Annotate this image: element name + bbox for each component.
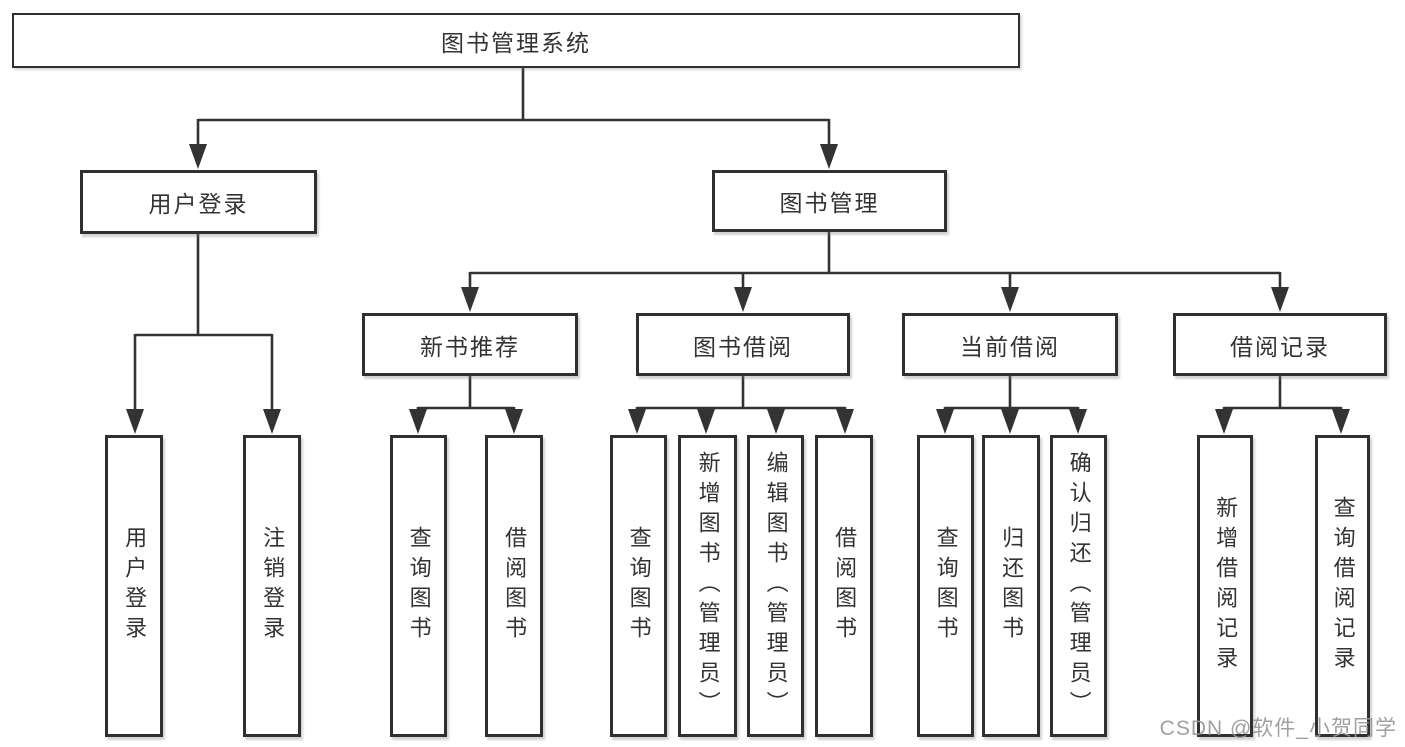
node-label: 查询借阅记录 [1330, 496, 1356, 676]
edges-user-login-to-leaves [126, 232, 281, 434]
node-label: 查询图书 [626, 526, 652, 646]
leaf-borrow-query-books: 查询图书 [610, 435, 667, 737]
node-label: 注销登录 [260, 526, 286, 646]
node-label: 借阅图书 [502, 526, 528, 646]
node-label: 新书推荐 [420, 333, 520, 360]
leaf-logout: 注销登录 [243, 435, 301, 737]
edges-root-to-level2 [189, 66, 838, 169]
csdn-watermark: CSDN @软件_小贺同学 [1159, 717, 1397, 740]
leaf-query-borrow-record: 查询借阅记录 [1315, 435, 1370, 737]
node-library-management-system: 图书管理系统 [12, 13, 1020, 68]
node-user-login: 用户登录 [80, 170, 317, 234]
edges-new-book-recommend-to-leaves [409, 374, 523, 434]
edges-borrow-records-to-leaves [1215, 374, 1350, 434]
node-label: 图书借阅 [693, 333, 793, 360]
node-book-borrow: 图书借阅 [636, 313, 850, 376]
node-label: 用户登录 [148, 191, 249, 217]
node-label: 查询图书 [406, 526, 432, 646]
node-label: 图书管理 [779, 190, 880, 216]
leaf-return-books: 归还图书 [982, 435, 1040, 737]
leaf-add-books-admin: 新增图书（管理员） [678, 435, 737, 737]
node-label: 新增图书（管理员） [695, 451, 721, 721]
node-label: 当前借阅 [960, 333, 1060, 360]
edges-current-borrow-to-leaves [936, 374, 1087, 434]
node-label: 新增借阅记录 [1213, 496, 1239, 676]
node-new-book-recommend: 新书推荐 [362, 313, 578, 376]
node-label: 借阅记录 [1230, 333, 1330, 360]
leaf-current-query-books: 查询图书 [917, 435, 974, 737]
leaf-borrow-books: 借阅图书 [815, 435, 873, 737]
node-book-management: 图书管理 [712, 170, 947, 232]
node-label: 确认归还（管理员） [1066, 451, 1092, 721]
node-label: 图书管理系统 [441, 29, 591, 56]
leaf-recommend-borrow-books: 借阅图书 [485, 435, 543, 737]
leaf-recommend-query-books: 查询图书 [390, 435, 447, 737]
leaf-add-borrow-record: 新增借阅记录 [1197, 435, 1253, 737]
node-current-borrow: 当前借阅 [902, 313, 1118, 376]
node-label: 编辑图书（管理员） [763, 451, 789, 721]
node-borrow-records: 借阅记录 [1173, 313, 1387, 376]
node-label: 归还图书 [999, 526, 1025, 646]
leaf-confirm-return-admin: 确认归还（管理员） [1050, 435, 1107, 737]
node-label: 用户登录 [122, 526, 148, 646]
node-label: 查询图书 [933, 526, 959, 646]
leaf-user-login: 用户登录 [105, 435, 163, 737]
node-label: 借阅图书 [832, 526, 858, 646]
edges-book-management-to-level3 [461, 230, 1289, 312]
edges-book-borrow-to-leaves [628, 374, 854, 434]
leaf-edit-books-admin: 编辑图书（管理员） [747, 435, 804, 737]
